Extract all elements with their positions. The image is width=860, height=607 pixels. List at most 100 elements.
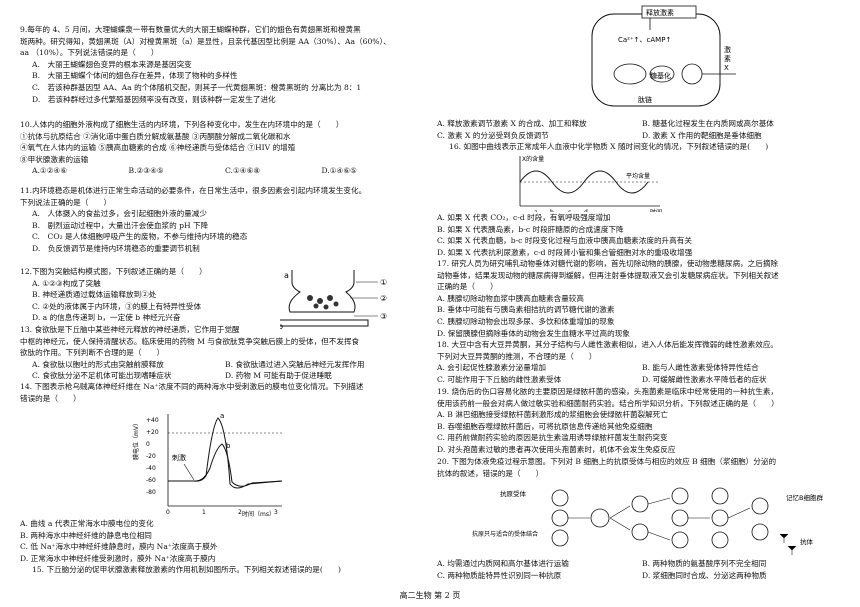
q18-option-b: B. 能与人雌性激素受体特异性结合 [642, 363, 759, 373]
q11-stem-2: 下列说法正确的是（ ） [20, 197, 112, 207]
y-tick-label: -20 [146, 453, 156, 460]
question-19: 19. 烧伤后的伤口容易化脓的主要原因是绿脓杆菌的感染，头孢菌素是临床中经常使用… [437, 386, 847, 456]
q10-option-b: B.②③④⑤ [128, 166, 164, 176]
q13-options-row-2: C. 食欲肽分泌不足机体可能出现嗜睡症状 D. 药物 M 可能有助于促进睡眠 [32, 370, 418, 382]
q13-option-c: C. 食欲肽分泌不足机体可能出现嗜睡症状 [32, 371, 172, 381]
q9-stem-1: 9.每年的 4、5 月间，大理蝴蝶泉一带有数量优大的大丽王蝴蝶种群，它们的翅色有… [20, 25, 361, 34]
question-13: 13. 食欲肽是下丘脑中某些神经元释放的神经递质，它作用于觉醒 中枢的神经元，使… [20, 324, 418, 382]
q17-option-b: B. 垂体中可能有与胰岛素相拮抗的调节糖代谢的激素 [437, 305, 615, 315]
y-tick-label: 0 [146, 441, 150, 448]
q19-option-c: C. 用药前做耐药实验的原因是抗生素滥用诱导绿脓杆菌发生耐药突变 [437, 433, 668, 443]
humoral-immunity-figure: 抗原受体 抗原只与适合的受体结合 记忆B细胞群 抗体 [472, 487, 823, 555]
q11-stem-1: 11.内环境稳态是机体进行正常生命活动的必要条件，在日常生活中，很多因素会引起内… [20, 186, 367, 195]
q18-option-c: C. 可能作用于下丘脑的雌性激素受体 [437, 374, 562, 384]
q10-line-3: ⑧甲状腺激素的运输 [20, 154, 89, 164]
q9-option-d: D. 若该种群经过多代繁殖基因频率没有改变，则该种群一定发生了进化 [32, 94, 276, 104]
y-axis-label: X的含量 [522, 155, 544, 163]
question-14: 14. 下图表示枪乌贼离体神经纤维在 Na⁺浓度不同的两种海水中受刺激后的膜电位… [20, 381, 418, 404]
synapse-figure: ① ② ③ a b [280, 270, 387, 330]
q10-option-d: D.①④⑥⑤ [321, 166, 357, 176]
q18-stem-2: 下列对大豆异黄酮的推测，不合理的是（ ） [437, 351, 597, 361]
y-tick-label: -80 [146, 489, 156, 496]
q20-options-row-2: C. 两种物质能特异性识别同一种抗原 D. 浆细胞同时合成、分泌这两种物质 [437, 570, 847, 582]
q19-option-d: D. 对头孢菌素过敏的患者再次使用头孢菌素时，机体不会发生免疫反应 [437, 444, 676, 454]
label-a: a [284, 271, 289, 280]
q15-options-row-2: C. 激素 X 的分泌受到负反馈调节 D. 激素 X 作用的靶细胞是垂体细胞 [437, 130, 847, 142]
q17-stem-1: 17. 研究人员为研究哺乳动物垂体对糖代谢的影响，首先切除动物的胰腺，使动物患糖… [437, 259, 779, 268]
q18-options-row-1: A. 会引起促性腺激素分泌量增加 B. 能与人雌性激素受体特异性结合 [437, 362, 847, 374]
q20-option-d: D. 浆细胞同时合成、分泌这两种物质 [642, 570, 767, 580]
x-curve [519, 170, 649, 194]
q9-stem-3: aa （10%）。下列说法错误的是（ ） [20, 48, 159, 58]
y-tick-label: -60 [146, 477, 156, 484]
q10-stem: 10.人体内的细胞外液构成了细胞生活的内环境，下列各种变化中，发生在内环境中的是… [20, 120, 344, 129]
q11-option-a: A. 人体摄入的食盐过多，会引起细胞外液的量减少 [32, 209, 207, 219]
synaptic-vesicles [307, 295, 339, 310]
q11-option-d: D. 负反馈调节是维持内环境稳态的重要调节机制 [32, 243, 200, 253]
release-hormone-label: 释放激素 [646, 8, 674, 17]
page-footer: 高二生物 第 2 页 [399, 591, 461, 600]
q15-options: A. 释放激素调节激素 X 的合成、加工和释放 B. 糖基化过程发生在内质网或高… [437, 118, 847, 153]
q14-stem-2: 错误的是（ ） [20, 393, 81, 403]
q17-stem-3: 正确的是（ ） [437, 282, 498, 292]
q20-options-row-1: A. 均需通过内质网和高尔基体进行运输 B. 两种物质的氨基酸序列不完全相同 [437, 558, 847, 570]
q9-option-b: B. 大丽王蝴蝶个体间的翅色存在差异，体现了物种的多样性 [32, 71, 238, 81]
q18-option-d: D. 可缓解雌性激素水平降低者的症状 [642, 374, 767, 384]
q18-stem-1: 18. 大豆中含有大豆异黄酮，其分子结构与人雌性激素相似，进入人体后能发挥微弱的… [437, 340, 779, 349]
x-tick-label: 0 [166, 509, 170, 516]
average-label: 平均含量 [626, 172, 650, 180]
q13-option-a: A. 食欲肽以胞吐的形式由突触前膜释放 [32, 359, 164, 369]
vesicle [681, 63, 703, 85]
question-9: 9.每年的 4、5 月间，大理蝴蝶泉一带有数量优大的大丽王蝴蝶种群，它们的翅色有… [20, 24, 418, 105]
label-1: ① [380, 278, 387, 287]
y-tick-label: +20 [146, 429, 159, 436]
q14-option-a: A. 曲线 a 代表正常海水中膜电位的变化 [20, 519, 154, 528]
q15-option-a: A. 释放激素调节激素 X 的合成、加工和释放 [437, 119, 587, 128]
q14-option-b: B. 两种海水中神经纤维的静息电位相同 [20, 530, 152, 540]
q17-option-a: A. 胰腺切除动物血浆中胰高血糖素含量较高 [437, 293, 584, 303]
question-12: 12.下图为突触结构模式图，下列叙述正确的是（ ） A. ①②③构成了突触 B.… [20, 266, 280, 324]
ca-camp-label: Ca²⁺↑、cAMP↑ [618, 36, 671, 44]
y-tick-label: +40 [146, 417, 159, 424]
q16-option-c: C. 如果 X 代表血糖，b-c 时段变化过程与血液中胰高血糖素浓度的升高有关 [437, 236, 692, 246]
q19-option-a: A. B 淋巴细胞接受绿脓杆菌刺激形成的浆细胞会使绿脓杆菌裂解死亡 [437, 410, 668, 420]
question-11: 11.内环境稳态是机体进行正常生命活动的必要条件，在日常生活中，很多因素会引起内… [20, 185, 418, 255]
q16-option-b: B. 如果 X 代表胰岛素，b-c 时段肝糖原的合成速度下降 [437, 224, 624, 234]
q14-stem-1: 14. 下图表示枪乌贼离体神经纤维在 Na⁺浓度不同的两种海水中受刺激后的膜电位… [20, 382, 364, 391]
q13-stem-2: 中枢的神经元，使人保持清醒状态。临床使用的药物 M 与食欲肽竞争突触后膜上的受体… [20, 336, 360, 346]
q16-option-d: D. 如果 X 代表抗利尿激素，c-d 时段肾小管和集合管细胞对水的重吸收增强 [437, 247, 693, 257]
x-content-figure: X的含量 平均含量 a b c d 时间 [519, 155, 662, 212]
q9-option-c: C. 若该种群基因型 AA、Aa 的个体随机交配，则其子一代黄翅黑斑：橙黄黑斑的… [32, 82, 362, 92]
q18-option-a: A. 会引起促性腺激素分泌量增加 [437, 363, 547, 373]
x-axis-label: 时间（ms） [242, 510, 275, 518]
q13-option-d: D. 药物 M 可能有助于促进睡眠 [225, 371, 332, 381]
peptide-label: 肽链 [638, 95, 652, 104]
curve-b-label: b [226, 442, 231, 450]
q19-stem-2: 使用该药前一般会对病人做过敏实验和细菌耐药实验。结合所学知识分析，下列叙述正确的… [437, 398, 779, 408]
q15-option-c: C. 激素 X 的分泌受到负反馈调节 [437, 130, 549, 140]
x-tick-label: 3 [274, 509, 278, 516]
q11-option-c: C. CO₂ 是人体细胞呼吸产生的废物，不参与维持内环境的稳态 [32, 232, 248, 242]
antibody-label: 抗体 [800, 537, 814, 546]
q12-option-a: A. ①②③构成了突触 [32, 278, 101, 288]
x-axis-label: 时间 [650, 208, 662, 212]
antibody-icons [779, 533, 797, 555]
postsynaptic-membrane [280, 319, 369, 327]
q18-options-row-2: C. 可能作用于下丘脑的雌性激素受体 D. 可缓解雌性激素水平降低者的症状 [437, 374, 847, 386]
q17-stem-2: 动物垂体，结果发现动物的糖尿病得到缓解，但再注射垂体提取液又会引发糖尿病症状。下… [437, 270, 779, 280]
q10-options: A.①②④⑥ B.②③④⑤ C.①④⑥⑧ D.①④⑥⑤ [32, 165, 418, 177]
curve-b [168, 443, 283, 487]
q13-options-row-1: A. 食欲肽以胞吐的形式由突触前膜释放 B. 食欲肽通过进入突触后神经元发挥作用 [32, 359, 418, 371]
q12-stem: 12.下图为突触结构模式图，下列叙述正确的是（ ） [20, 267, 207, 276]
q9-option-a: A. 大丽王蝴蝶翅色变异的根本来源是基因突变 [32, 59, 192, 69]
q20-options: A. 均需通过内质网和高尔基体进行运输 B. 两种物质的氨基酸序列不完全相同 C… [437, 558, 847, 581]
q13-option-b: B. 食欲肽通过进入突触后神经元发挥作用 [225, 359, 365, 369]
organelle [649, 65, 675, 83]
memory-cell-label: 记忆B细胞群 [786, 493, 823, 502]
q11-option-b: B. 剧烈运动过程中，大量出汗会使血浆的 pH 下降 [32, 220, 209, 230]
q10-line-1: ①抗体与抗原结合 ②消化道中蛋白质分解成氨基酸 ③丙酮酸分解成二氧化碳和水 [20, 131, 291, 141]
